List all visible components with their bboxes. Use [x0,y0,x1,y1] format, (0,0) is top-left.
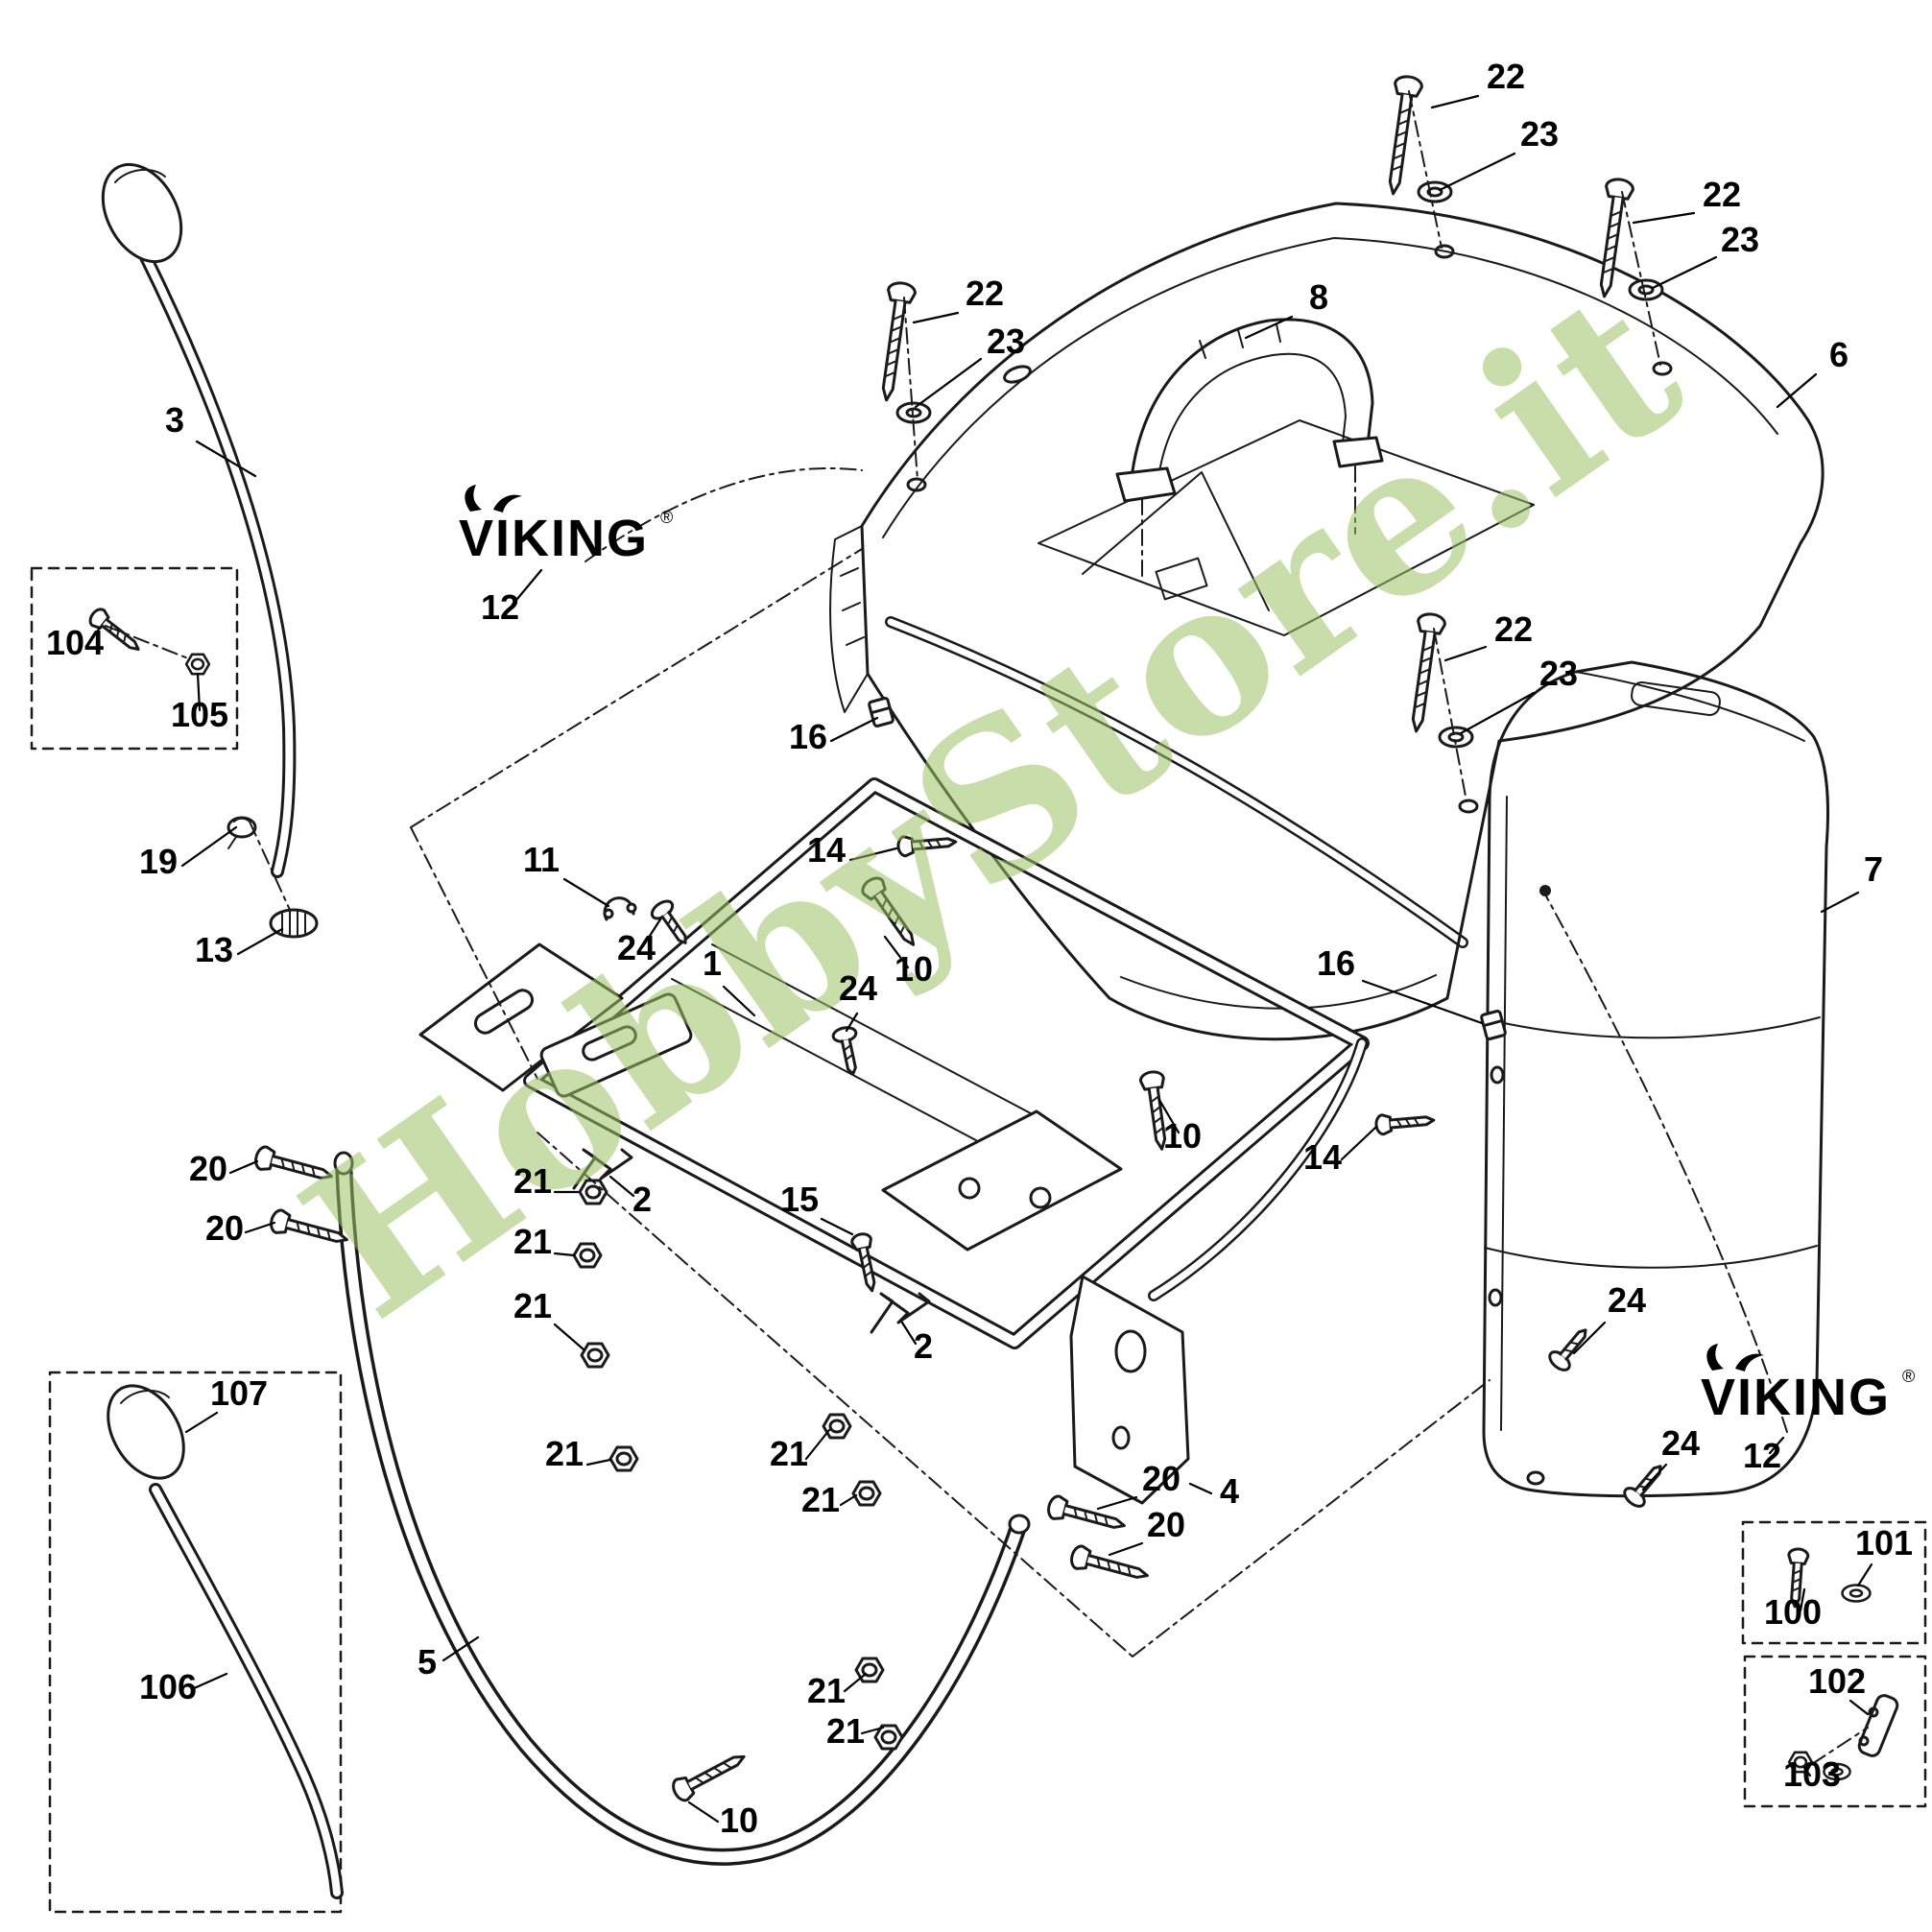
callout-label: 11 [523,840,560,879]
viking-logo: VIKING ® [1701,1344,1915,1426]
callout-label: 10 [720,1801,758,1840]
callout-label: 24 [839,968,877,1008]
callout-label: 3 [165,400,184,440]
inset-box-106-107 [48,1371,344,1914]
callout-label: 13 [195,930,233,969]
callout-label: 1 [703,943,722,983]
rod-clip [227,816,257,849]
callout-label: 21 [770,1434,808,1473]
callout-label: 21 [807,1671,846,1710]
centerlines [105,90,1869,1765]
callout-label: 23 [1721,220,1759,259]
callout-label: 22 [966,274,1004,313]
viking-logo-text: VIKING [459,510,649,567]
callout-label: 20 [205,1208,244,1248]
callout-label: 6 [1829,335,1849,374]
leader-lines [88,94,1873,1824]
callout-label: 101 [1855,1523,1913,1562]
registered-mark: ® [1902,1367,1915,1386]
callout-label: 23 [987,322,1025,361]
callout-label: 4 [1220,1471,1239,1511]
callout-label: 21 [826,1711,865,1751]
callout-label: 14 [1303,1137,1342,1177]
callout-label: 24 [617,928,656,967]
callout-label: 2 [914,1326,933,1366]
callout-label: 8 [1309,277,1328,317]
callout-label: 16 [1317,943,1355,983]
callout-label: 12 [1743,1436,1781,1475]
lever-rod [101,162,297,878]
callout-label: 21 [513,1222,552,1261]
frame-latch-plates [418,942,1123,1252]
callout-label: 7 [1864,849,1883,889]
inset-box-104-105 [30,566,239,751]
callout-label: 2 [632,1180,652,1219]
callout-label: 107 [210,1373,268,1413]
registered-mark: ® [660,508,673,527]
callout-label: 16 [789,717,827,756]
callout-label: 21 [513,1161,552,1201]
callout-label: 24 [1608,1280,1646,1320]
callout-label: 23 [1539,654,1578,693]
inset-box-102-103 [1743,1655,1927,1808]
callout-label: 23 [1520,114,1559,154]
callout-label: 24 [1661,1423,1700,1463]
nuts-21 [572,1179,904,1751]
callout-label: 22 [1494,609,1533,649]
mounting-bracket [1069,1275,1190,1505]
cover [829,202,1825,1041]
handle [1115,318,1384,503]
callout-label: 105 [171,695,228,734]
callout-label: 22 [1703,175,1741,214]
viking-logo-text: VIKING [1701,1369,1891,1426]
callout-label: 20 [189,1149,227,1188]
callout-label: 104 [46,623,104,662]
callout-label: 10 [1163,1116,1202,1156]
inset-box-100-101 [1741,1520,1927,1645]
callout-label: 106 [139,1667,197,1706]
callout-label: 5 [417,1642,437,1682]
callout-label: 15 [780,1180,819,1219]
callout-label: 10 [894,949,933,989]
bag-hoop-tube [885,616,1468,948]
viking-logo: VIKING ® [459,485,673,567]
callout-label: 12 [481,587,519,627]
lower-frame-tube [333,1151,1031,1866]
callout-label: 19 [139,842,178,881]
callout-label: 22 [1487,57,1525,96]
callout-label: 103 [1783,1754,1841,1794]
callout-label: 21 [545,1434,584,1473]
circlip [603,896,637,921]
callout-label: 102 [1808,1661,1866,1701]
callout-label: 14 [807,830,846,870]
callout-label: 21 [801,1480,840,1519]
callout-label: 100 [1764,1592,1822,1632]
upper-frame-tube [523,777,1370,1349]
callout-label: 21 [513,1286,552,1325]
callout-label: 20 [1142,1459,1181,1498]
callout-label: 20 [1147,1505,1185,1544]
